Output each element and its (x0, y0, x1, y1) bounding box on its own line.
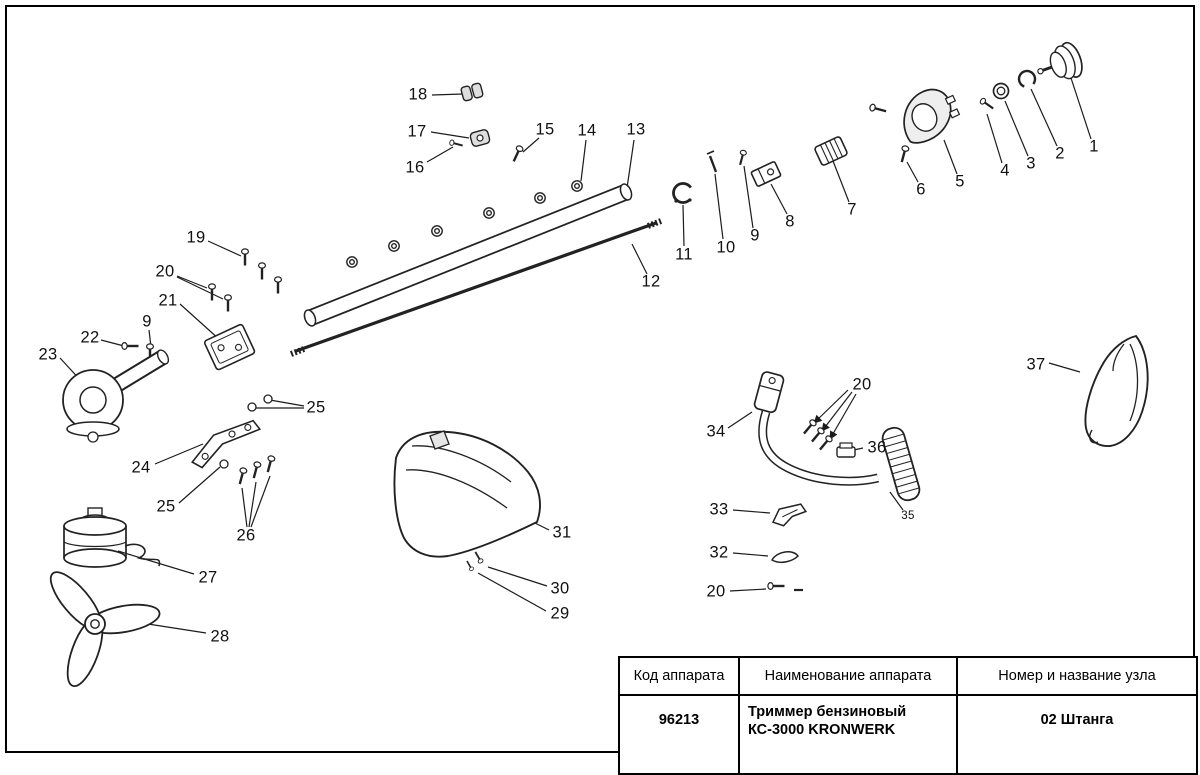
washers-25 (219, 394, 273, 469)
part-label-37: 37 (1026, 355, 1046, 374)
cell-device-name: Триммер бензиновый КС-3000 KRONWERK (738, 694, 958, 775)
part-label-13: 13 (626, 120, 646, 139)
bracket-21 (203, 323, 256, 371)
coupler-8 (750, 161, 782, 187)
blade-28 (49, 571, 161, 688)
rear-guard-37 (1084, 334, 1149, 447)
part-label-18: 18 (408, 85, 428, 104)
circlip-11 (672, 182, 694, 204)
part-label-23: 23 (38, 345, 58, 364)
col-header-node-name: Номер и название узла (956, 656, 1198, 696)
part-label-1: 1 (1089, 137, 1099, 156)
starter-pulley-1 (1037, 41, 1083, 80)
cable-clamp-18 (460, 82, 484, 102)
exploded-parts-diagram (49, 41, 1149, 688)
part-label-9-left: 9 (142, 312, 152, 331)
part-label-35: 35 (901, 510, 915, 522)
part-label-21: 21 (158, 291, 178, 310)
tube-clamp-rings (346, 180, 583, 268)
bracket-24 (191, 419, 262, 469)
bearing-3 (992, 82, 1010, 100)
part-label-28: 28 (210, 627, 230, 646)
main-tube (303, 183, 633, 327)
part-label-25-top: 25 (306, 398, 326, 417)
part-label-20-left: 20 (155, 262, 175, 281)
clamp-36 (836, 442, 856, 458)
cell-node-name: 02 Штанга (956, 694, 1198, 775)
part-label-27: 27 (198, 568, 218, 587)
grip-35 (881, 426, 921, 502)
drive-shaft (289, 218, 663, 357)
part-label-9-right: 9 (750, 226, 760, 245)
part-label-20-bottom: 20 (706, 582, 726, 601)
part-label-22: 22 (80, 328, 100, 347)
part-label-12: 12 (641, 272, 661, 291)
spline-sleeve-7 (814, 136, 848, 166)
part-label-6: 6 (916, 180, 926, 199)
part-label-17: 17 (407, 122, 427, 141)
col-header-device-name: Наименование аппарата (738, 656, 958, 696)
part-label-16: 16 (405, 158, 425, 177)
part-label-10: 10 (716, 238, 736, 257)
guard-31 (393, 430, 541, 558)
trimmer-spool-27 (63, 507, 161, 568)
cell-device-code: 96213 (618, 694, 740, 775)
part-label-4: 4 (1000, 161, 1010, 180)
circlip-2 (1017, 69, 1037, 89)
clutch-housing-5 (903, 88, 961, 144)
part-label-31: 31 (552, 523, 572, 542)
part-label-7: 7 (847, 200, 857, 219)
part-label-26: 26 (236, 526, 256, 545)
part-label-3: 3 (1026, 154, 1036, 173)
col-header-device-code: Код аппарата (618, 656, 740, 696)
part-label-14: 14 (577, 121, 597, 140)
part-label-32: 32 (709, 543, 729, 562)
part-label-36: 36 (867, 438, 887, 457)
part-label-34: 34 (706, 422, 726, 441)
part-label-15: 15 (535, 120, 555, 139)
lever-32 (770, 551, 799, 563)
part-label-11: 11 (675, 245, 693, 264)
part-label-25-bottom: 25 (156, 497, 176, 516)
part-label-19: 19 (186, 228, 206, 247)
part-label-2: 2 (1055, 144, 1065, 163)
part-label-29: 29 (550, 604, 570, 623)
part-label-33: 33 (709, 500, 729, 519)
trigger-33 (771, 503, 807, 527)
part-label-8: 8 (785, 212, 795, 231)
screw-set (120, 96, 997, 592)
gear-head-23 (62, 349, 170, 443)
part-label-24: 24 (131, 458, 151, 477)
part-labels: 18 17 16 15 14 13 12 11 10 9 8 7 6 5 4 3… (38, 85, 1099, 646)
cable-clamp-17 (469, 129, 491, 147)
part-label-5: 5 (955, 172, 965, 191)
handle-34 (753, 371, 880, 486)
spec-table-data-row: 96213 Триммер бензиновый КС-3000 KRONWER… (618, 694, 1198, 775)
leader-lines (59, 77, 1092, 634)
part-label-20-mid: 20 (852, 375, 872, 394)
spec-table: Код аппарата Наименование аппарата Номер… (618, 656, 1198, 775)
spec-table-header-row: Код аппарата Наименование аппарата Номер… (618, 656, 1198, 696)
part-label-30: 30 (550, 579, 570, 598)
